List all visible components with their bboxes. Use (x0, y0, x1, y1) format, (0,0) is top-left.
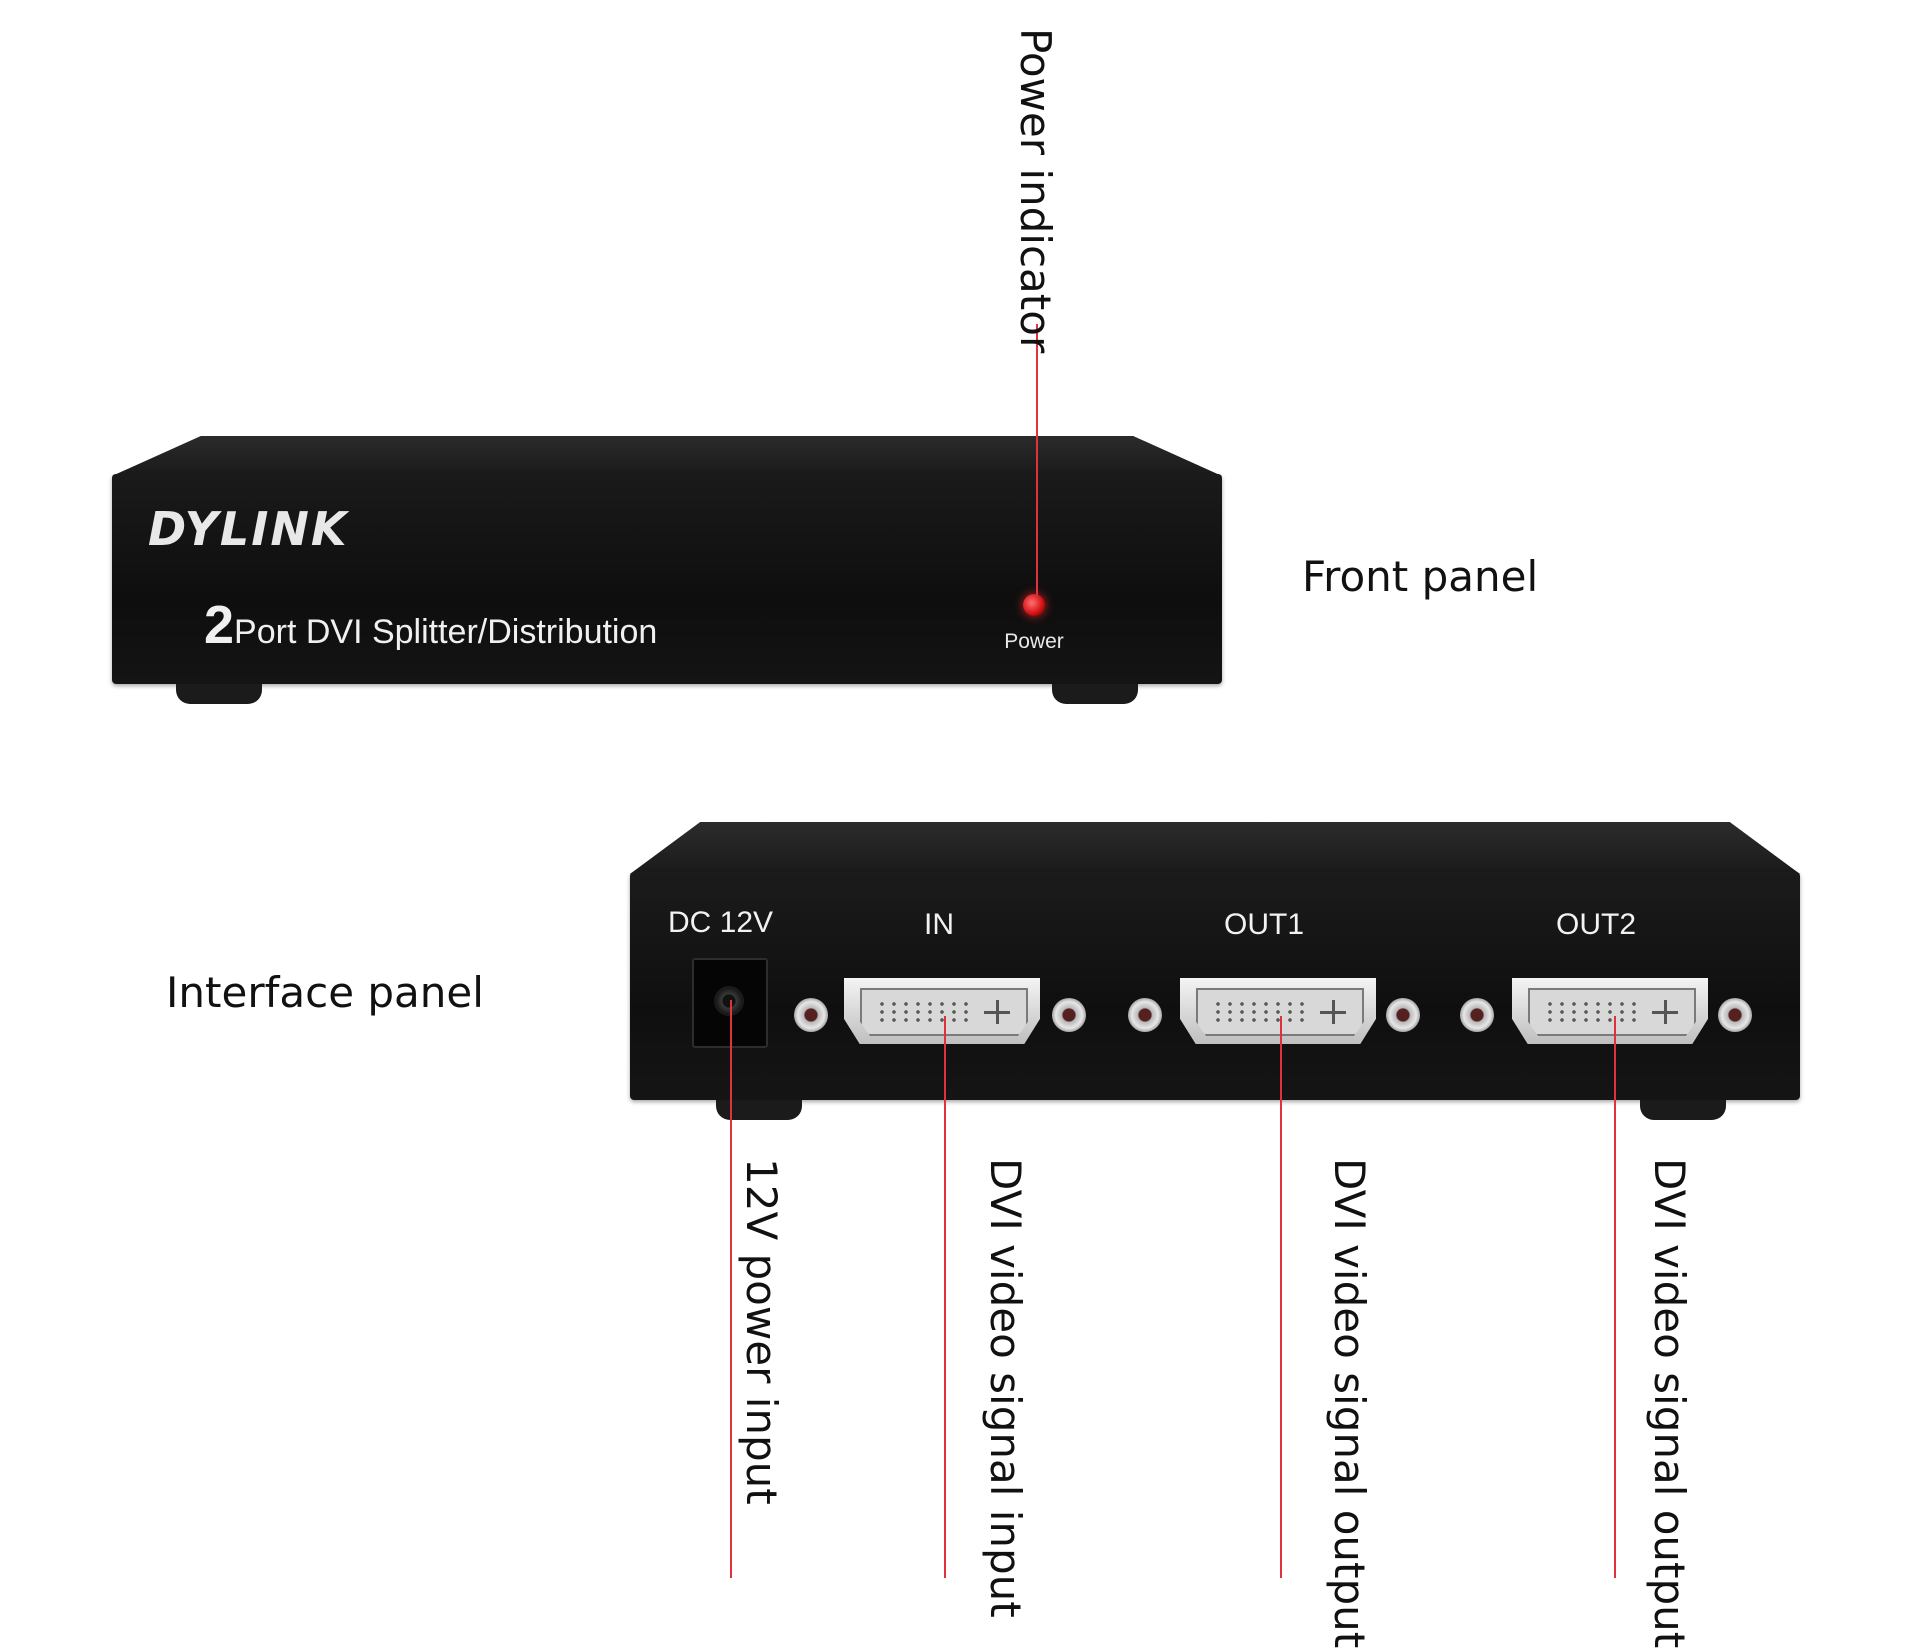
front-panel-callout: Front panel (1302, 552, 1539, 601)
screw-icon (794, 998, 828, 1032)
model-description: Port DVI Splitter/Distribution (234, 613, 658, 651)
power-input-leader-line (730, 1000, 732, 1578)
power-indicator-callout: Power indicator (1011, 28, 1060, 354)
dvi-output2-leader-line (1614, 1016, 1616, 1578)
port-label-dc: DC 12V (668, 906, 774, 939)
dvi-input-leader-line (944, 1016, 946, 1578)
power-indicator-leader-line (1036, 324, 1038, 596)
port-label-in: IN (924, 908, 954, 941)
device-foot (176, 684, 262, 704)
device-foot (716, 1100, 802, 1120)
dvi-output2-callout: DVI video signal output (1645, 1158, 1694, 1648)
brand-logo: DYLINK (148, 502, 349, 556)
dvi-port-out1-icon (1180, 978, 1376, 1044)
port-label-out1: OUT1 (1224, 908, 1305, 941)
model-port-count: 2 (204, 595, 235, 655)
back-device-top (630, 822, 1800, 874)
screw-icon (1052, 998, 1086, 1032)
screw-icon (1718, 998, 1752, 1032)
interface-panel-callout: Interface panel (166, 968, 484, 1017)
dvi-output1-callout: DVI video signal output (1325, 1158, 1374, 1648)
device-foot (1052, 684, 1138, 704)
device-foot (1640, 1100, 1726, 1120)
dvi-output1-leader-line (1280, 1016, 1282, 1578)
screw-icon (1460, 998, 1494, 1032)
screw-icon (1386, 998, 1420, 1032)
dvi-input-callout: DVI video signal input (981, 1158, 1030, 1618)
power-input-callout: 12V power input (737, 1158, 786, 1505)
port-label-out2: OUT2 (1556, 908, 1637, 941)
power-label: Power (1004, 630, 1064, 653)
front-device-top (112, 436, 1222, 476)
dvi-port-out2-icon (1512, 978, 1708, 1044)
power-led-icon (1023, 594, 1045, 616)
dvi-port-in-icon (844, 978, 1040, 1044)
model-label: 2Port DVI Splitter/Distribution (204, 594, 657, 656)
screw-icon (1128, 998, 1162, 1032)
